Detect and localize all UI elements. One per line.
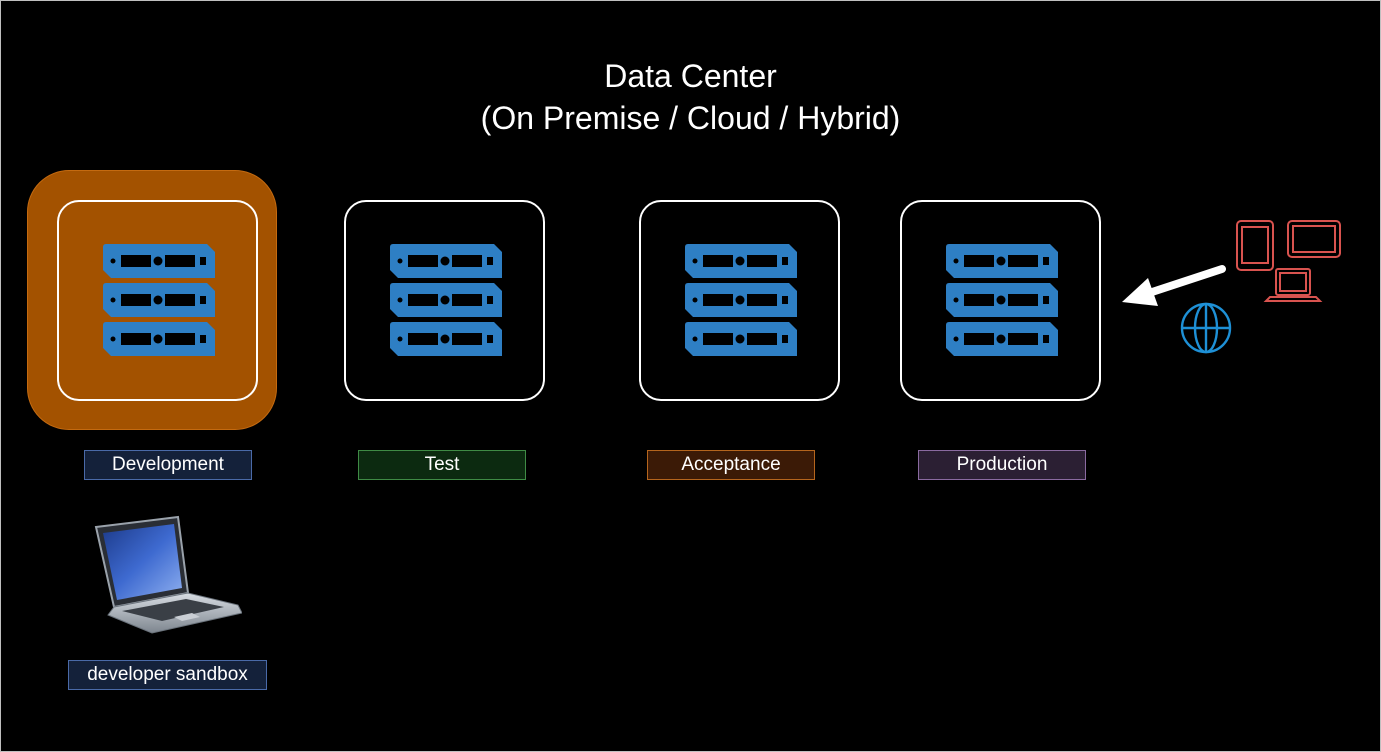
production-box[interactable] xyxy=(900,200,1101,401)
test-box[interactable] xyxy=(344,200,545,401)
test-label: Test xyxy=(358,450,526,480)
server-rack-icon xyxy=(390,244,502,356)
diagram-subtitle: (On Premise / Cloud / Hybrid) xyxy=(480,100,901,136)
arrow-left-icon xyxy=(1122,265,1226,306)
diagram-title: Data Center xyxy=(604,58,777,94)
server-rack-icon xyxy=(103,244,215,356)
acceptance-box[interactable] xyxy=(639,200,840,401)
development-box[interactable] xyxy=(57,200,258,401)
sandbox-label: developer sandbox xyxy=(68,660,267,690)
laptop-icon xyxy=(94,515,242,634)
development-label: Development xyxy=(84,450,252,480)
server-rack-icon xyxy=(685,244,797,356)
devices-icon xyxy=(1236,220,1341,302)
acceptance-label: Acceptance xyxy=(647,450,815,480)
globe-icon xyxy=(1180,302,1232,354)
server-rack-icon xyxy=(946,244,1058,356)
production-label: Production xyxy=(918,450,1086,480)
